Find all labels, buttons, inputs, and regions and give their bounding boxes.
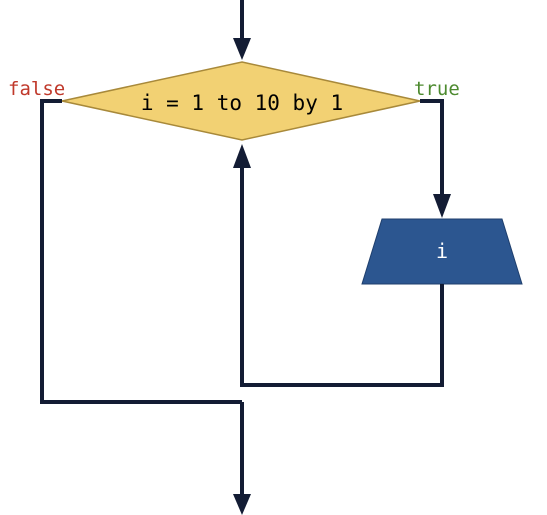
decision-diamond[interactable]: [61, 61, 421, 141]
false-branch-line: [40, 99, 242, 404]
true-label: true: [414, 78, 460, 100]
entry-arrow-head: [233, 38, 251, 60]
true-arrow-head: [433, 194, 451, 218]
loop-back-arrow-head: [233, 144, 251, 168]
condition-text: i = 1 to 10 by 1: [141, 91, 343, 115]
loop-back-line: [240, 166, 444, 387]
false-label: false: [8, 78, 65, 100]
exit-arrow-head: [233, 494, 251, 515]
true-branch-line: [420, 99, 444, 196]
output-block-text: i: [436, 239, 448, 263]
output-block[interactable]: [361, 218, 523, 285]
